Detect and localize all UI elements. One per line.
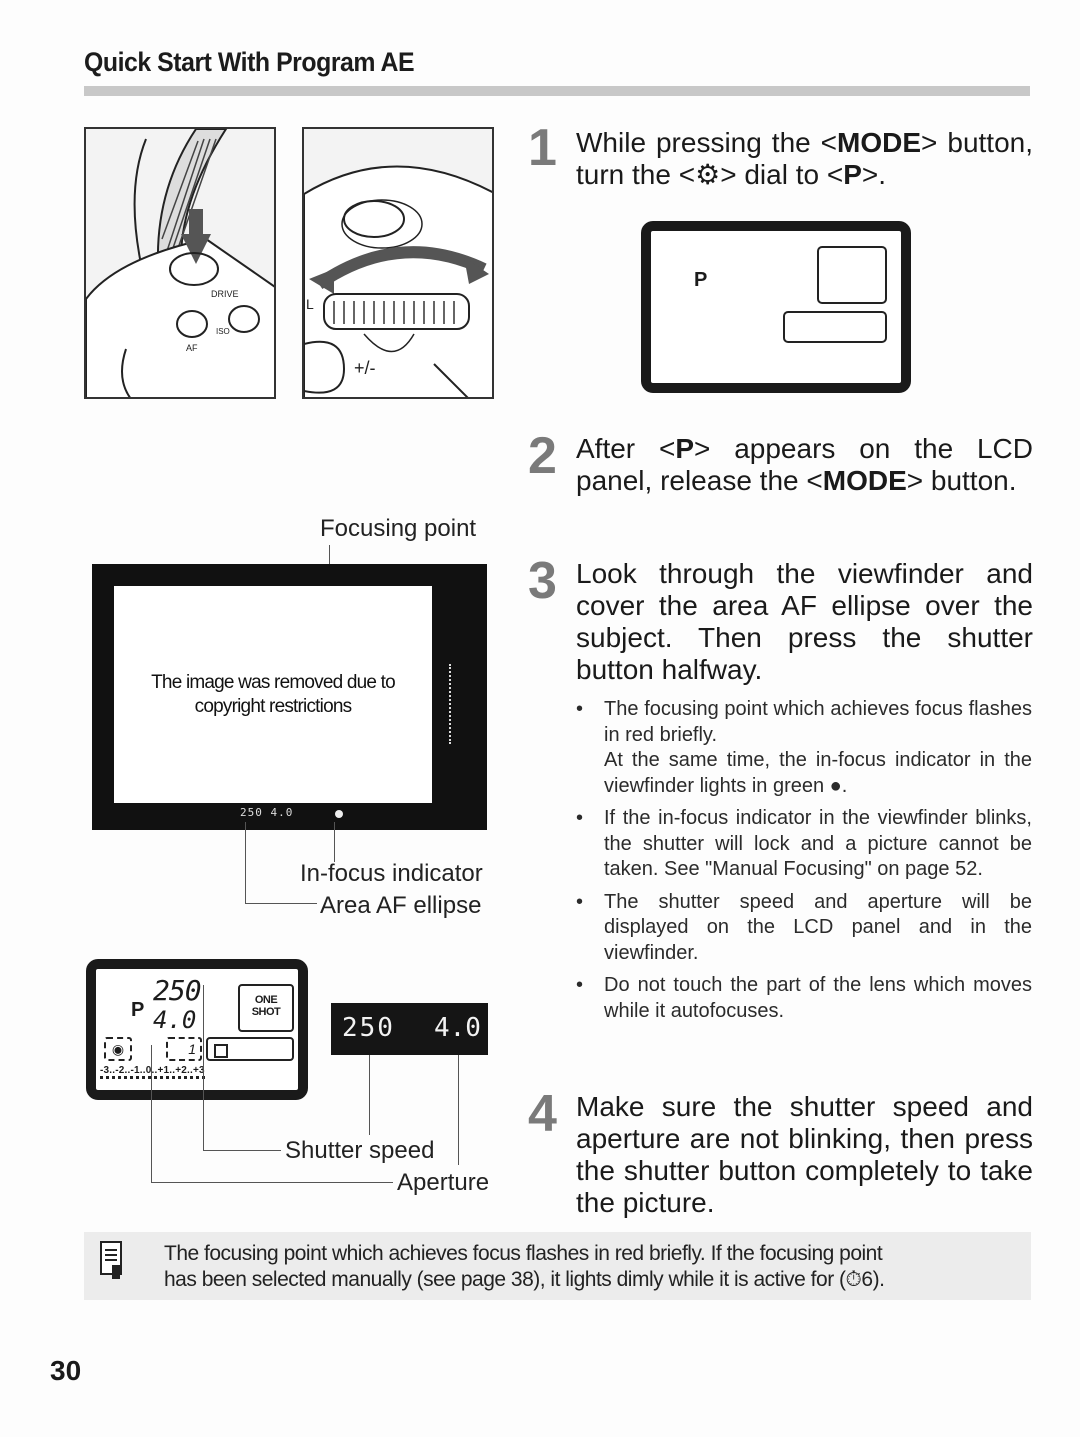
leader-line [151,1045,152,1183]
viewfinder-readout: 250 4.0 [240,806,294,819]
step-4: 4 Make sure the shutter speed and apertu… [528,1088,1033,1218]
bullet-dot: • [576,807,584,829]
leader-line [369,1055,370,1135]
removed-image-placeholder: The image was removed due to copyright r… [114,586,432,803]
leader-line [458,1055,459,1165]
lcd-panel-mode-p: P [641,221,911,393]
step-number: 2 [528,427,557,485]
leader-line [151,1182,393,1183]
svg-text:L: L [306,296,314,312]
leader-line [203,1150,281,1151]
viewfinder-aperture-value: 4.0 [434,1013,481,1043]
step-2: 2 After <P> appears on the LCD panel, re… [528,430,1033,530]
in-focus-indicator-dot [335,810,343,818]
in-focus-indicator-label: In-focus indicator [300,860,483,887]
svg-text:DRIVE: DRIVE [211,289,239,299]
step-1: 1 While pressing the <MODE> button, turn… [528,122,1033,202]
note-box: The focusing point which achieves focus … [84,1232,1031,1300]
bullet-dot: • [576,974,584,996]
viewfinder-readout-panel: 250 4.0 [331,1003,488,1055]
mode-indicator: P [131,999,145,1021]
bullet-item: • If the in-focus indicator in the viewf… [576,807,1032,880]
drive-mode-indicator [206,1037,294,1061]
memo-pencil-icon [100,1241,122,1279]
step-3-notes: • The focusing point which achieves focu… [574,697,1032,1031]
shutter-speed-value: 250 [153,974,202,1007]
aperture-label: Aperture [397,1169,490,1196]
bullet-item: • Do not touch the part of the lens whic… [576,974,1032,1022]
step-number: 1 [528,119,557,177]
note-text: The focusing point which achieves focus … [164,1242,885,1291]
viewfinder-diagram: The image was removed due to copyright r… [92,564,487,830]
shutter-speed-label: Shutter speed [285,1137,435,1164]
leader-line [203,985,204,1150]
camera-dial-illustration: L +/- [302,127,494,399]
svg-text:AF: AF [186,343,198,353]
lcd-panel-readout: P 250 4.0 ONE SHOT ◉ 1 -3..-2..-1..0..+1… [86,959,308,1100]
svg-text:+/-: +/- [354,358,376,378]
frame-counter: 1 [166,1037,202,1061]
page-number: 30 [50,1355,82,1386]
step-number: 3 [528,552,557,610]
bullet-dot: • [576,890,584,913]
title-divider [84,86,1030,96]
step-3: 3 Look through the viewfinder and cover … [528,555,1033,685]
metering-mode-icon: ◉ [104,1037,132,1061]
lcd-drive-box [783,311,887,343]
leader-line [334,822,335,862]
aperture-value: 4.0 [153,1006,197,1034]
area-af-ellipse-label: Area AF ellipse [320,892,482,919]
leader-line [245,903,317,904]
mode-indicator: P [694,269,708,291]
leader-line [245,822,246,904]
af-mode-one-shot: ONE SHOT [238,984,294,1032]
step-text: Make sure the shutter speed and aperture… [576,1091,1033,1218]
step-text: Look through the viewfinder and cover th… [576,558,1033,685]
exposure-scale: -3..-2..-1..0..+1..+2..+3 [100,1065,205,1079]
camera-mode-button-illustration: DRIVE AF ISO [84,127,276,399]
bullet-item: • The shutter speed and aperture will be… [576,890,1032,964]
svg-text:ISO: ISO [216,327,230,336]
step-number: 4 [528,1085,557,1143]
viewfinder-shutter-value: 250 [342,1013,395,1043]
focusing-point-label: Focusing point [320,515,477,542]
lcd-af-box [817,246,887,304]
page-title: Quick Start With Program AE [84,47,415,77]
bullet-item: • The focusing point which achieves focu… [576,698,1032,797]
step-text: After <P> appears on the LCD panel, rele… [576,433,1033,496]
step-text: While pressing the <MODE> button, turn t… [576,127,1033,190]
bullet-dot: • [576,698,584,720]
exposure-level-scale [449,664,457,744]
